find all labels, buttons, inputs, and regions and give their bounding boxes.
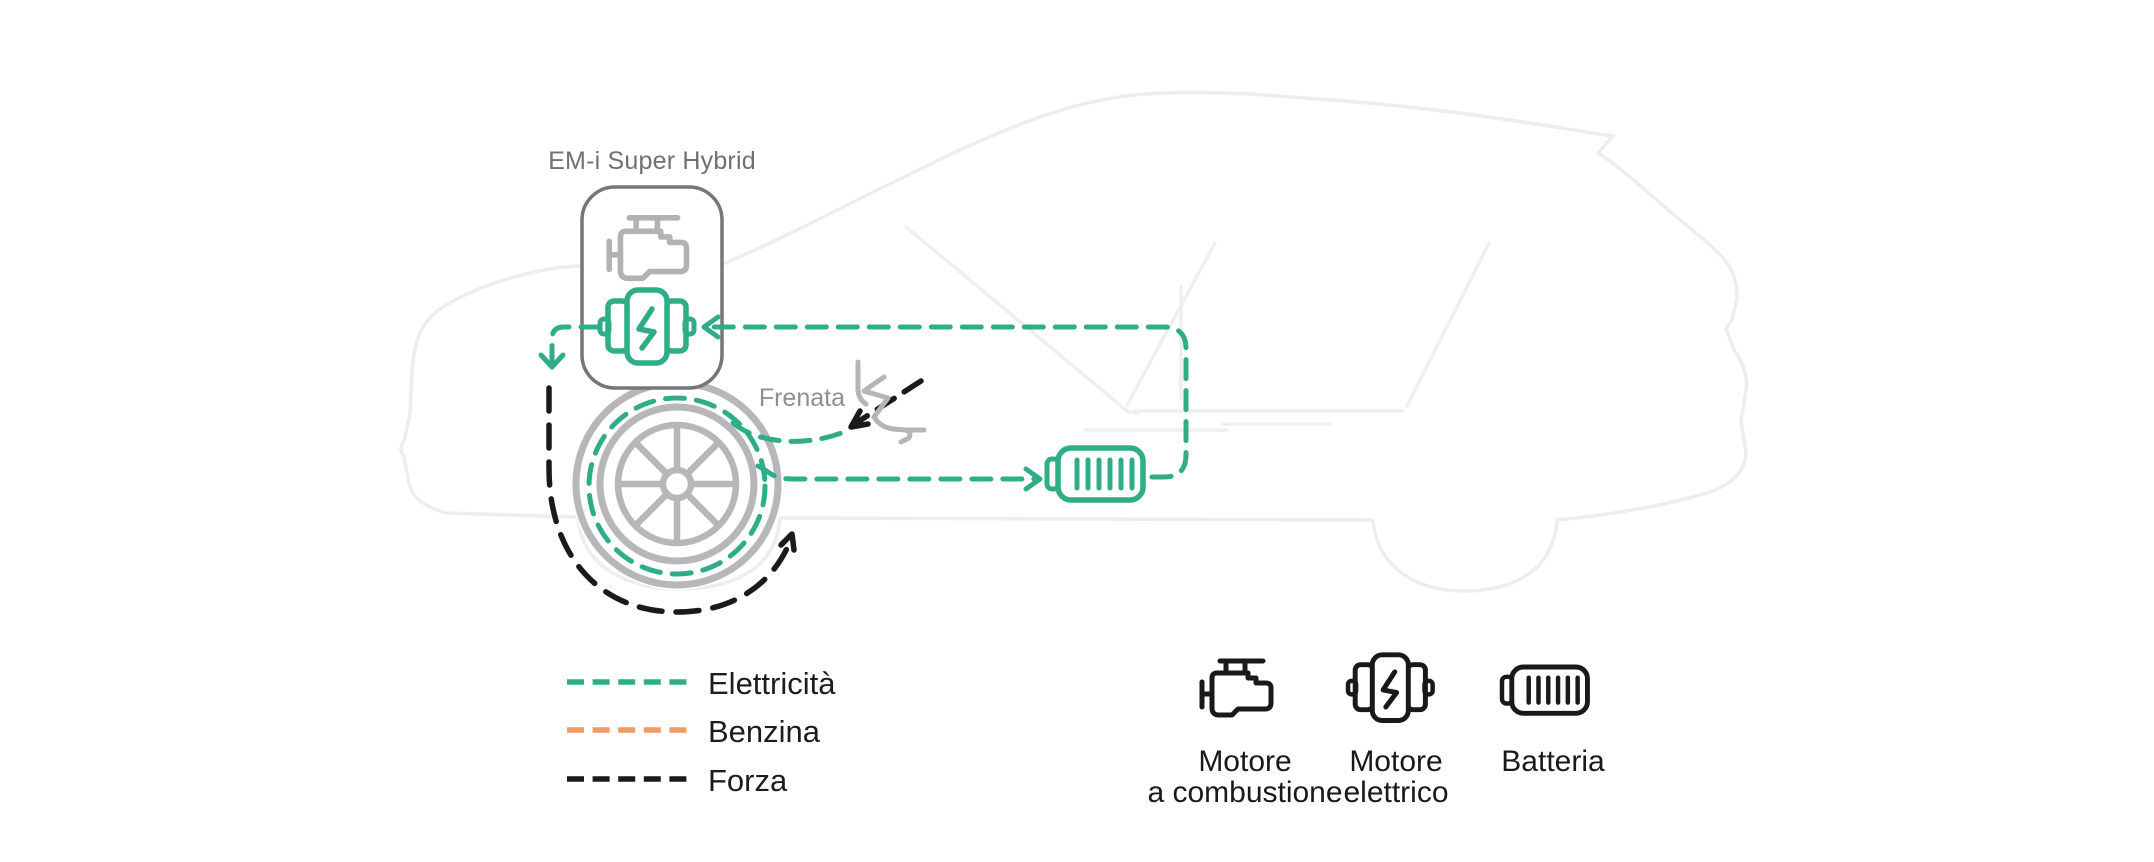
legend-label-electricity: Elettricità [708,666,836,701]
powertrain-title: EM-i Super Hybrid [548,147,756,175]
car-silhouette [399,90,1749,593]
car-outline [399,90,1749,593]
wheel [571,378,783,590]
legend-dashes [567,679,687,782]
force-path-wheel [546,385,795,615]
down-arrowhead [538,352,566,370]
wheel-to-battery-path [755,463,1039,482]
battery-arrowhead [1023,466,1043,492]
battery-legend-icon [1502,667,1587,713]
motor-arrowhead [701,314,721,340]
legend-label-petrol: Benzina [708,714,821,749]
wheel-electricity-loop [586,395,768,577]
combustion-engine-caption-line2: a combustione [1147,776,1343,809]
electricity-flow-lines [538,314,1189,577]
battery-to-motor-path [704,324,1189,480]
hub [659,466,695,502]
electric-motor-caption-line1: Motore [1349,745,1443,778]
powertrain-box [580,185,724,390]
component-icon-legend [1202,655,1587,721]
electric-motor-caption-line2: elettrico [1343,776,1449,809]
combustion-engine-legend-icon [1202,661,1271,715]
tire-inner [596,403,758,565]
electric-motor-legend-icon [1348,655,1433,721]
car-interior-lines [904,225,1491,432]
battery-icon [1047,448,1143,500]
braking-label: Frenata [758,384,845,412]
motor-to-wheel-path [549,324,603,365]
battery-caption: Batteria [1501,745,1605,778]
brake-arrowhead [848,408,871,430]
legend-label-force: Forza [708,763,788,798]
brake-pedal-icon [855,359,927,445]
brake-regen-path [730,420,847,444]
force-arrowhead [778,531,797,553]
combustion-engine-caption-line1: Motore [1198,745,1292,778]
